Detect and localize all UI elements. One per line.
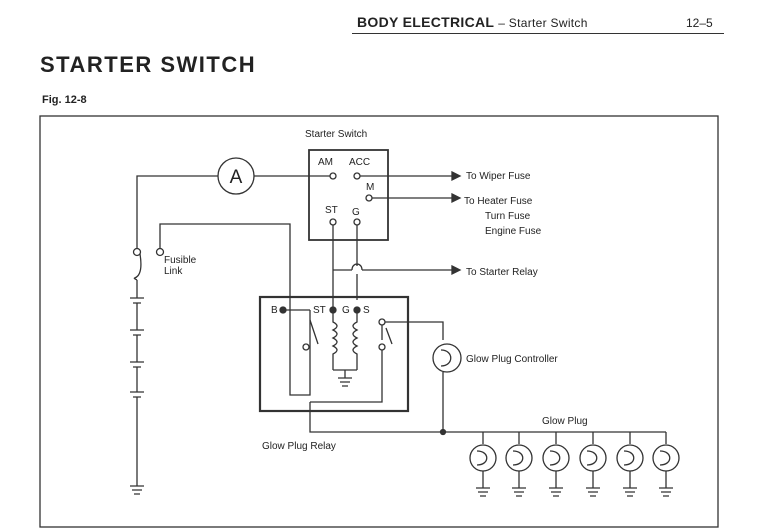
- glow-plug-controller-label: Glow Plug Controller: [466, 354, 558, 365]
- battery-cell-2: [130, 303, 144, 336]
- starter-relay-arrow: [451, 264, 462, 276]
- relay-ground: [333, 369, 357, 387]
- wiper-fuse-label: To Wiper Fuse: [466, 171, 531, 182]
- battery-cell-1: [130, 280, 144, 304]
- am-label: AM: [318, 157, 333, 168]
- relay-s-terminal: [378, 318, 386, 326]
- glow-plug-label: Glow Plug: [542, 416, 588, 427]
- relay-b-st-bus: [283, 309, 311, 396]
- section-title: BODY ELECTRICAL: [357, 14, 494, 30]
- relay-b-terminal: [279, 306, 287, 314]
- relay-contact: [378, 343, 386, 351]
- battery-cell-3: [130, 335, 144, 368]
- relay-contact: [302, 343, 310, 351]
- m-terminal: [365, 194, 373, 202]
- starter-relay-label: To Starter Relay: [466, 267, 538, 278]
- glow-plug-4: [579, 432, 607, 497]
- fusible-link-terminal: [132, 247, 142, 257]
- am-terminal: [329, 172, 337, 180]
- turn-fuse-label: Turn Fuse: [485, 211, 531, 222]
- fusible-link-terminal: [155, 247, 165, 257]
- ammeter-symbol: A: [230, 167, 243, 188]
- glow-plug-2: [505, 432, 533, 497]
- main-feed-wire: [136, 175, 218, 248]
- relay-b-label: B: [271, 305, 278, 316]
- controller-feed-wire: [385, 321, 444, 340]
- battery-cell-4: [130, 367, 144, 398]
- fusible-link-label: Fusible: [164, 255, 197, 266]
- relay-output-wire: [310, 350, 383, 403]
- engine-fuse-label: Engine Fuse: [485, 226, 542, 237]
- heater-fuse-arrow: [451, 192, 462, 204]
- starter-switch-box: [308, 149, 389, 241]
- st-label: ST: [325, 205, 338, 216]
- relay-coil-1: [331, 310, 338, 370]
- glow-plug-3: [542, 432, 570, 497]
- header-rule: [352, 33, 724, 34]
- glow-plug-6: [652, 432, 680, 497]
- acc-terminal: [353, 172, 361, 180]
- glow-plug-controller: [432, 343, 462, 373]
- glow-plug-1: [469, 432, 497, 497]
- bus-junction: [439, 428, 447, 436]
- g-wire: [351, 225, 363, 300]
- wiper-fuse-arrow: [451, 170, 462, 182]
- acc-label: ACC: [349, 157, 370, 168]
- heater-fuse-label: To Heater Fuse: [464, 196, 533, 207]
- glow-plug-bus: [309, 402, 666, 433]
- starter-switch-label: Starter Switch: [305, 129, 367, 140]
- relay-switch-arm: [381, 325, 393, 345]
- fusible-link-label: Link: [164, 266, 183, 277]
- glow-plug-relay-label: Glow Plug Relay: [262, 441, 336, 452]
- relay-st-label: ST: [313, 305, 326, 316]
- relay-s-label: S: [363, 305, 370, 316]
- page-number: 12–5: [686, 16, 713, 30]
- battery-ground: [130, 397, 144, 495]
- figure-label: Fig. 12-8: [42, 94, 87, 106]
- glow-plug-5: [616, 432, 644, 497]
- m-label: M: [366, 182, 374, 193]
- g-label: G: [352, 207, 360, 218]
- fusible-link-element: [133, 253, 142, 281]
- glow-plug-relay-box: [258, 295, 410, 413]
- st-terminal: [329, 218, 337, 226]
- relay-g-label: G: [342, 305, 350, 316]
- running-header: BODY ELECTRICAL – Starter Switch: [357, 14, 588, 30]
- page-title: STARTER SWITCH: [40, 52, 257, 77]
- relay-coil-2: [352, 310, 359, 370]
- relay-b-wire: [159, 223, 294, 396]
- glow-plug-controller-element: [440, 349, 452, 367]
- figure-frame: [39, 115, 719, 528]
- g-terminal: [353, 218, 361, 226]
- relay-switch-arm: [309, 319, 319, 345]
- subsection-title: – Starter Switch: [498, 16, 588, 30]
